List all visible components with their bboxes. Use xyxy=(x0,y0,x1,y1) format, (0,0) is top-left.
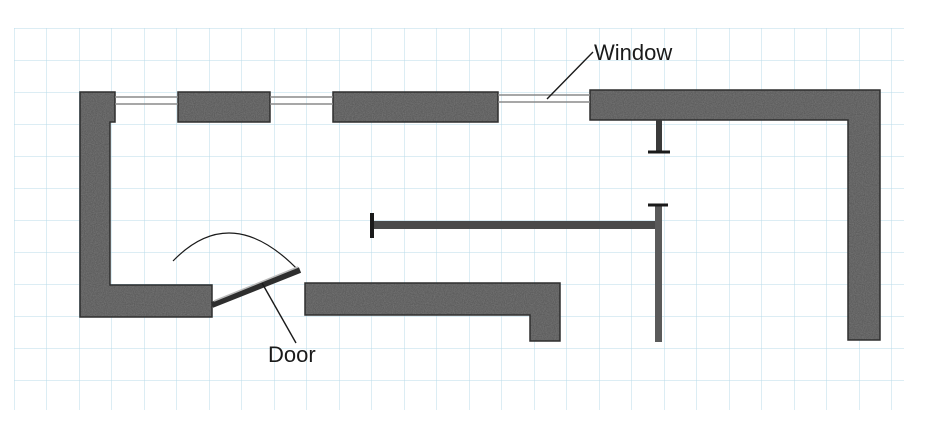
windows xyxy=(115,94,590,105)
door-leaf-highlight xyxy=(213,266,299,302)
door-leaf xyxy=(210,267,302,308)
door-swing-arc xyxy=(172,232,301,273)
walls xyxy=(80,90,880,341)
window-leader-line xyxy=(546,51,594,100)
wall-bottom-left xyxy=(80,285,212,317)
wall-left xyxy=(80,92,110,317)
graph-paper-grid xyxy=(14,28,904,410)
door-label: Door xyxy=(268,342,316,367)
wall-top-segment-4 xyxy=(590,90,880,120)
wall-top-segment-2 xyxy=(178,92,270,122)
door xyxy=(172,232,302,308)
leader-lines xyxy=(261,51,594,344)
wall-bottom-middle xyxy=(305,283,560,315)
wall-bottom-middle-return xyxy=(530,283,560,341)
wall-top-segment-3 xyxy=(333,92,498,122)
wall-right xyxy=(848,90,880,340)
wall-outlines xyxy=(79,89,881,342)
interior-partitions xyxy=(370,120,670,342)
wall-top-segment-1 xyxy=(80,92,115,122)
window-label: Window xyxy=(594,40,672,65)
door-leader-line xyxy=(261,282,297,344)
